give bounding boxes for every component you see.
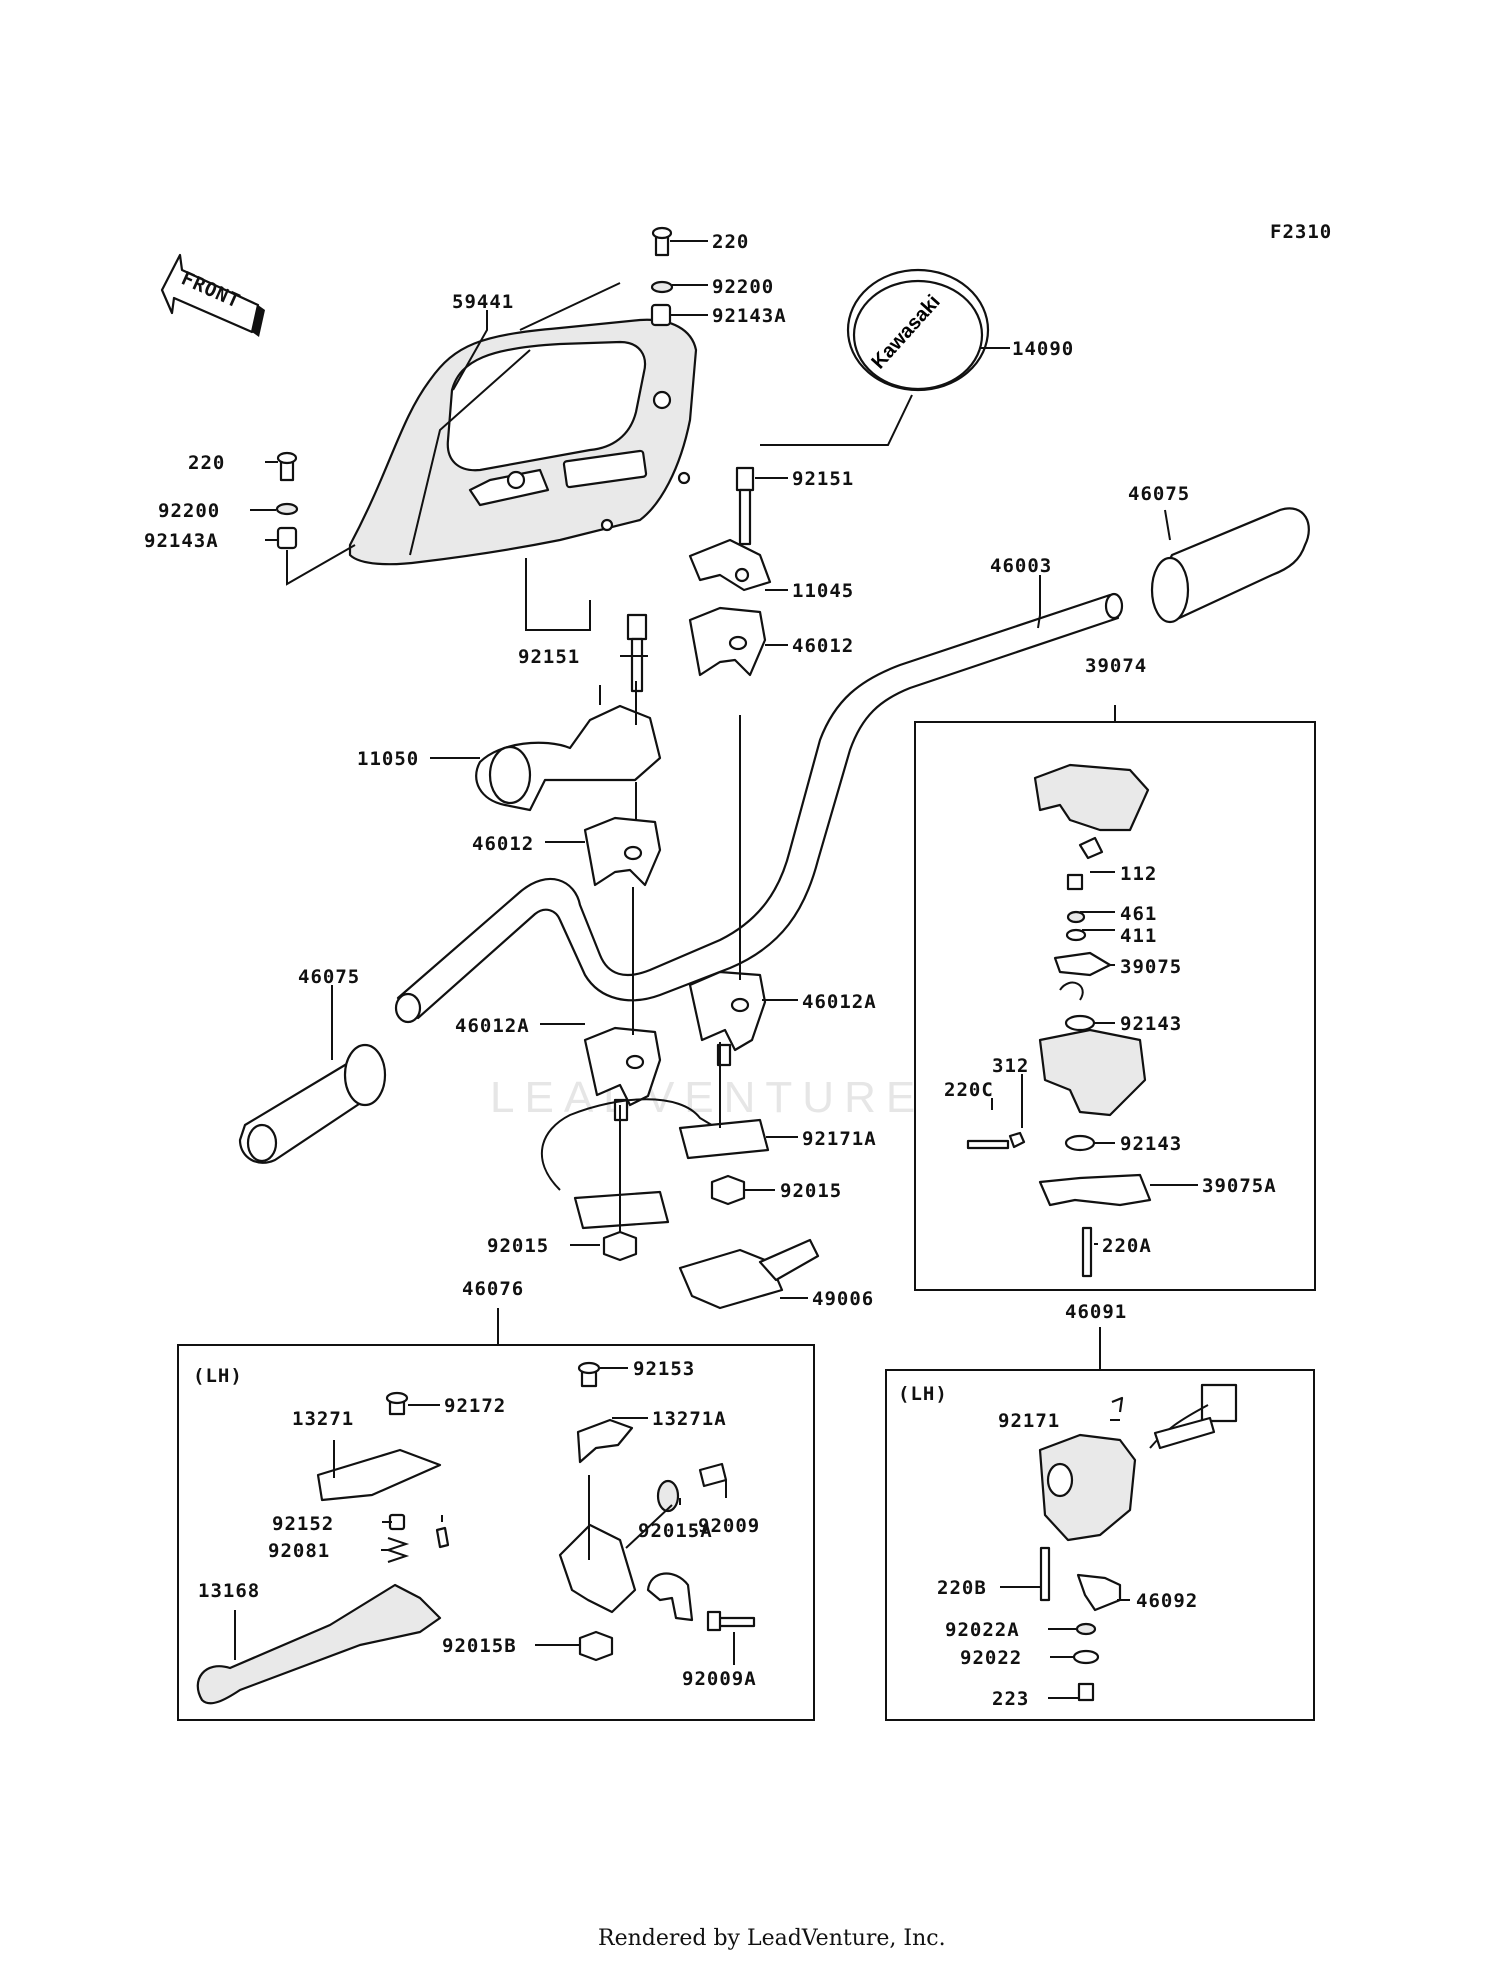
collar-92143A-left [276,526,298,550]
callout-92171: 92171 [998,1410,1060,1432]
callout-46012A-right: 46012A [802,991,877,1013]
front-arrow-icon: FRONT [160,253,265,337]
grip-46075-left [238,1043,387,1164]
handlebar-46003 [394,592,1124,1024]
lever-box-side-label: (LH) [193,1365,243,1387]
throttle-small-parts [966,836,1152,1278]
callout-46012A-left: 46012A [455,1015,530,1037]
diagram-code: F2310 [1270,221,1332,243]
callout-49006: 49006 [812,1288,874,1310]
callout-92022A: 92022A [945,1619,1020,1641]
left-switch-parts [1038,1383,1238,1702]
watermark: LEADVENTURE [490,1073,925,1122]
nut-92015-right [710,1174,746,1206]
washer-92200-left [275,502,299,516]
switch-box-side-label: (LH) [898,1383,948,1405]
screw-220-left [276,451,298,482]
callout-92171A: 92171A [802,1128,877,1150]
callout-92200-top: 92200 [712,276,774,298]
callout-46012-upper: 46012 [792,635,854,657]
holder-46012-upper [688,606,767,677]
callout-92152: 92152 [272,1513,334,1535]
callout-92009A: 92009A [682,1668,757,1690]
callout-39075A: 39075A [1202,1175,1277,1197]
holder-46012A-left [583,1026,662,1122]
grip-46075-right [1150,507,1310,624]
screw-220-top [651,226,673,257]
callout-46012-lower: 46012 [472,833,534,855]
callout-92143A-top: 92143A [712,305,787,327]
nut-92015-left [602,1230,638,1262]
callout-92143-lower: 92143 [1120,1133,1182,1155]
callout-92015-right: 92015 [780,1180,842,1202]
callout-312: 312 [992,1055,1029,1077]
callout-220B: 220B [937,1577,987,1599]
callout-13168: 13168 [198,1580,260,1602]
cable-clamp-92171A [541,1098,770,1230]
callout-46091: 46091 [1065,1301,1127,1323]
callout-92015B: 92015B [442,1635,517,1657]
callout-92200-left: 92200 [158,500,220,522]
bracket-11050 [475,704,662,812]
collar-92143A-top [650,303,672,327]
callout-92143A-left: 92143A [144,530,219,552]
holder-46012-lower [583,816,662,887]
left-switch-box [885,1369,1315,1721]
connector-49006 [678,1238,820,1310]
callout-46092: 46092 [1136,1590,1198,1612]
callout-11050: 11050 [357,748,419,770]
callout-92015A: 92015A [638,1520,713,1542]
callout-220A: 220A [1102,1235,1152,1257]
callout-92009: 92009 [698,1515,760,1537]
callout-92022: 92022 [960,1647,1022,1669]
callout-13271: 13271 [292,1408,354,1430]
callout-220-left: 220 [188,452,225,474]
callout-220C: 220C [944,1079,994,1101]
callout-labels: 220 92200 92143A 59441 14090 220 92200 9… [144,231,1277,1710]
callout-92151-b: 92151 [518,646,580,668]
callout-39074: 39074 [1085,655,1147,677]
callout-112: 112 [1120,863,1157,885]
callout-92015-left: 92015 [487,1235,549,1257]
callout-46003: 46003 [990,555,1052,577]
callout-59441: 59441 [452,291,514,313]
clutch-lever-box [177,1344,815,1721]
callout-92172: 92172 [444,1395,506,1417]
footer-credit: Rendered by LeadVenture, Inc. [598,1926,946,1951]
callout-46075-left: 46075 [298,966,360,988]
callout-39075: 39075 [1120,956,1182,978]
callout-14090: 14090 [1012,338,1074,360]
holder-46012A-right [688,970,767,1067]
callout-411: 411 [1120,925,1157,947]
callout-92151-a: 92151 [792,468,854,490]
callout-11045: 11045 [792,580,854,602]
callout-46076: 46076 [462,1278,524,1300]
bracket-11045 [688,538,772,592]
callout-223: 223 [992,1688,1029,1710]
callout-92081: 92081 [268,1540,330,1562]
bolt-92151-b [626,613,648,693]
bolt-92151-a [735,466,755,546]
kawasaki-emblem-part: Kawasaki [846,268,990,392]
meter-cover-part [348,318,698,566]
clutch-lever-parts [196,1361,756,1705]
washer-92200-top [650,280,674,294]
throttle-cover [1033,763,1150,832]
callout-461: 461 [1120,903,1157,925]
callout-220-top: 220 [712,231,749,253]
callout-46075-right: 46075 [1128,483,1190,505]
callout-13271A: 13271A [652,1408,727,1430]
leader-lines [234,240,1198,1699]
callout-92153: 92153 [633,1358,695,1380]
callout-92143-upper: 92143 [1120,1013,1182,1035]
